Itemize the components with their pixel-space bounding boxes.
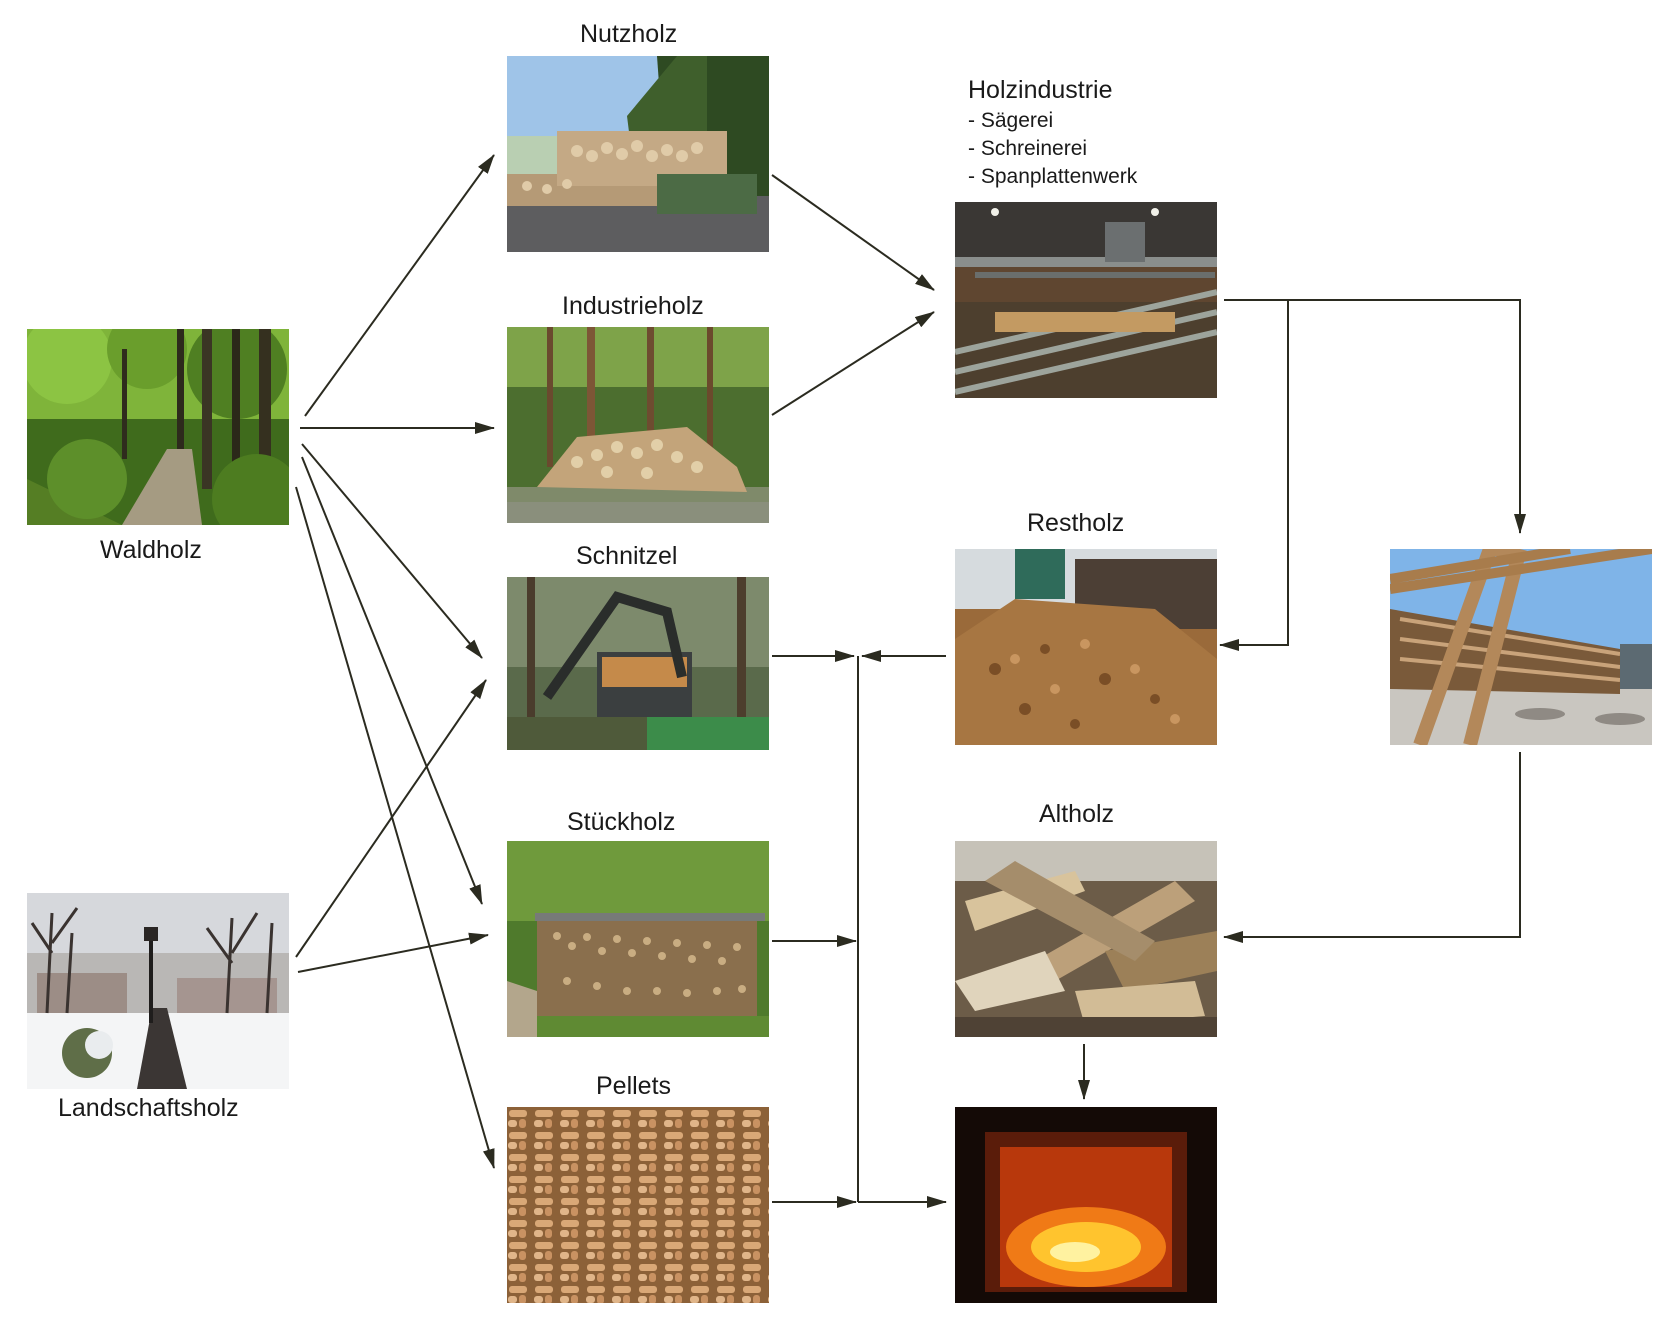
label-pellets: Pellets: [596, 1072, 672, 1100]
arrow-building-altholz: [1223, 752, 1521, 943]
label-schnitzel: Schnitzel: [576, 542, 678, 570]
timber-building-photo: [1390, 549, 1652, 745]
arrow-landschaftsholz-stueckholz: [297, 932, 489, 973]
nutzholz-photo: [507, 56, 769, 252]
label-stueckholz: Stückholz: [567, 808, 676, 836]
altholz-photo: [955, 841, 1217, 1037]
industrieholz-photo: [507, 327, 769, 523]
label-waldholz: Waldholz: [100, 536, 202, 564]
arrow-waldholz-schnitzel: [301, 443, 483, 659]
arrow-waldholz-stueckholz: [301, 456, 483, 905]
restholz-photo: [955, 549, 1217, 745]
label-industrieholz: Industrieholz: [562, 292, 704, 320]
holzindustrie-item-schreinerei: - Schreinerei: [968, 137, 1088, 160]
holzindustrie-item-spanplattenwerk: - Spanplattenwerk: [968, 165, 1138, 188]
label-landschaftsholz: Landschaftsholz: [58, 1094, 239, 1122]
holzindustrie-photo: [955, 202, 1217, 398]
schnitzel-photo: [507, 577, 769, 750]
arrow-waldholz-nutzholz: [304, 154, 495, 417]
label-holzindustrie: Holzindustrie: [968, 76, 1113, 104]
arrow-waldholz-pellets: [295, 486, 495, 1169]
pellets-photo: [507, 1107, 769, 1303]
label-restholz: Restholz: [1027, 509, 1125, 537]
arrow-holzindustrie-building: [1224, 299, 1526, 534]
arrow-holzindustrie-restholz: [1219, 300, 1289, 651]
furnace-photo: [955, 1107, 1217, 1303]
stueckholz-photo: [507, 841, 769, 1037]
landschaftsholz-photo: [27, 893, 289, 1089]
arrow-landschaftsholz-schnitzel: [295, 679, 487, 958]
label-nutzholz: Nutzholz: [580, 20, 678, 48]
holzindustrie-item-saegerei: - Sägerei: [968, 109, 1054, 132]
label-altholz: Altholz: [1039, 800, 1115, 828]
arrow-nutzholz-holzindustrie: [771, 174, 935, 291]
waldholz-photo: [27, 329, 289, 525]
arrow-industrieholz-holzindustrie: [771, 311, 935, 416]
